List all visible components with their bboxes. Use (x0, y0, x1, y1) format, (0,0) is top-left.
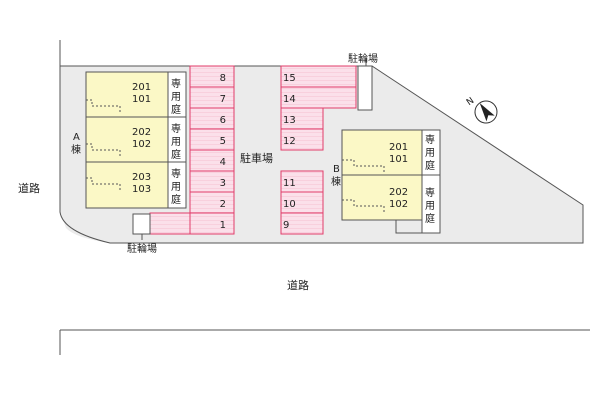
building-a-label-1: A (73, 132, 80, 143)
bike-label-bottom: 駐輪場 (127, 242, 157, 255)
parking-column-right: 15 14 13 12 11 10 9 (280, 65, 357, 235)
bike-label-top: 駐輪場 (348, 52, 378, 65)
unit-number-lower: 101 (132, 94, 151, 105)
parking-space-11: 11 (280, 170, 324, 193)
parking-number: 4 (220, 157, 226, 168)
private-garden-char: 庭 (425, 212, 435, 225)
building-a-gardens (167, 71, 187, 209)
road-label-left: 道路 (18, 181, 40, 195)
private-garden-char: 用 (425, 148, 435, 159)
parking-number: 11 (283, 178, 296, 189)
parking-space-6: 6 (189, 107, 235, 130)
unit-number-upper: 201 (132, 82, 151, 93)
parking-space-9: 9 (280, 212, 324, 235)
private-garden-char: 専 (171, 123, 181, 135)
private-garden-char: 庭 (171, 103, 181, 116)
lot-boundary (59, 40, 584, 244)
parking-space-14: 14 (280, 86, 357, 109)
unit-number-upper: 201 (389, 142, 408, 153)
parking-number: 13 (283, 115, 296, 126)
parking-space-4: 4 (189, 149, 235, 172)
private-garden-char: 専 (425, 134, 435, 146)
private-garden-char: 用 (171, 92, 181, 103)
private-garden-char: 用 (425, 201, 435, 212)
parking-space-2: 2 (189, 191, 235, 214)
parking-area-label: 駐車場 (240, 151, 273, 165)
parking-number: 9 (283, 220, 289, 231)
parking-number: 7 (220, 94, 226, 105)
private-garden-char: 庭 (171, 148, 181, 161)
private-garden-char: 用 (171, 182, 181, 193)
parking-space-15: 15 (280, 65, 357, 88)
parking-space-7: 7 (189, 86, 235, 109)
unit-number-upper: 203 (132, 172, 151, 183)
building-b-label-2: 棟 (331, 175, 341, 188)
north-label: N (465, 96, 476, 108)
building-a (85, 71, 169, 209)
north-arrow-icon (474, 100, 498, 124)
parking-number: 3 (220, 178, 226, 189)
unit-number-lower: 103 (132, 184, 151, 195)
private-garden-char: 庭 (171, 193, 181, 206)
unit-number-lower: 101 (389, 154, 408, 165)
private-garden-char: 専 (171, 78, 181, 90)
parking-number: 15 (283, 73, 296, 84)
parking-number: 1 (220, 220, 226, 231)
parking-number: 5 (220, 136, 226, 147)
unit-number-upper: 202 (389, 187, 408, 198)
parking-column-left: 8 7 6 5 4 3 2 1 (149, 65, 235, 235)
parking-number: 10 (283, 199, 296, 210)
building-b-label-1: B (333, 164, 340, 175)
bike-rack-top (357, 65, 373, 111)
parking-number: 6 (220, 115, 226, 126)
building-b-gardens (395, 129, 441, 234)
parking-space-1: 1 (189, 212, 235, 235)
unit-number-lower: 102 (389, 199, 408, 210)
parking-space-13: 13 (280, 107, 324, 130)
road-label-bottom: 道路 (287, 278, 309, 292)
private-garden-char: 庭 (425, 159, 435, 172)
building-b (341, 129, 423, 221)
parking-space-5: 5 (189, 128, 235, 151)
unit-number-upper: 202 (132, 127, 151, 138)
parking-number: 2 (220, 199, 226, 210)
building-a-label-2: 棟 (71, 143, 81, 156)
parking-space-3: 3 (189, 170, 235, 193)
parking-number: 12 (283, 136, 296, 147)
bike-rack-bottom (132, 213, 151, 235)
parking-space-1-extension (149, 212, 191, 235)
parking-space-8: 8 (189, 65, 235, 88)
unit-number-lower: 102 (132, 139, 151, 150)
parking-number: 14 (283, 94, 296, 105)
private-garden-char: 専 (425, 187, 435, 199)
parking-space-12: 12 (280, 128, 324, 151)
private-garden-char: 用 (171, 137, 181, 148)
parking-space-10: 10 (280, 191, 324, 214)
private-garden-char: 専 (171, 168, 181, 180)
parking-number: 8 (220, 73, 226, 84)
